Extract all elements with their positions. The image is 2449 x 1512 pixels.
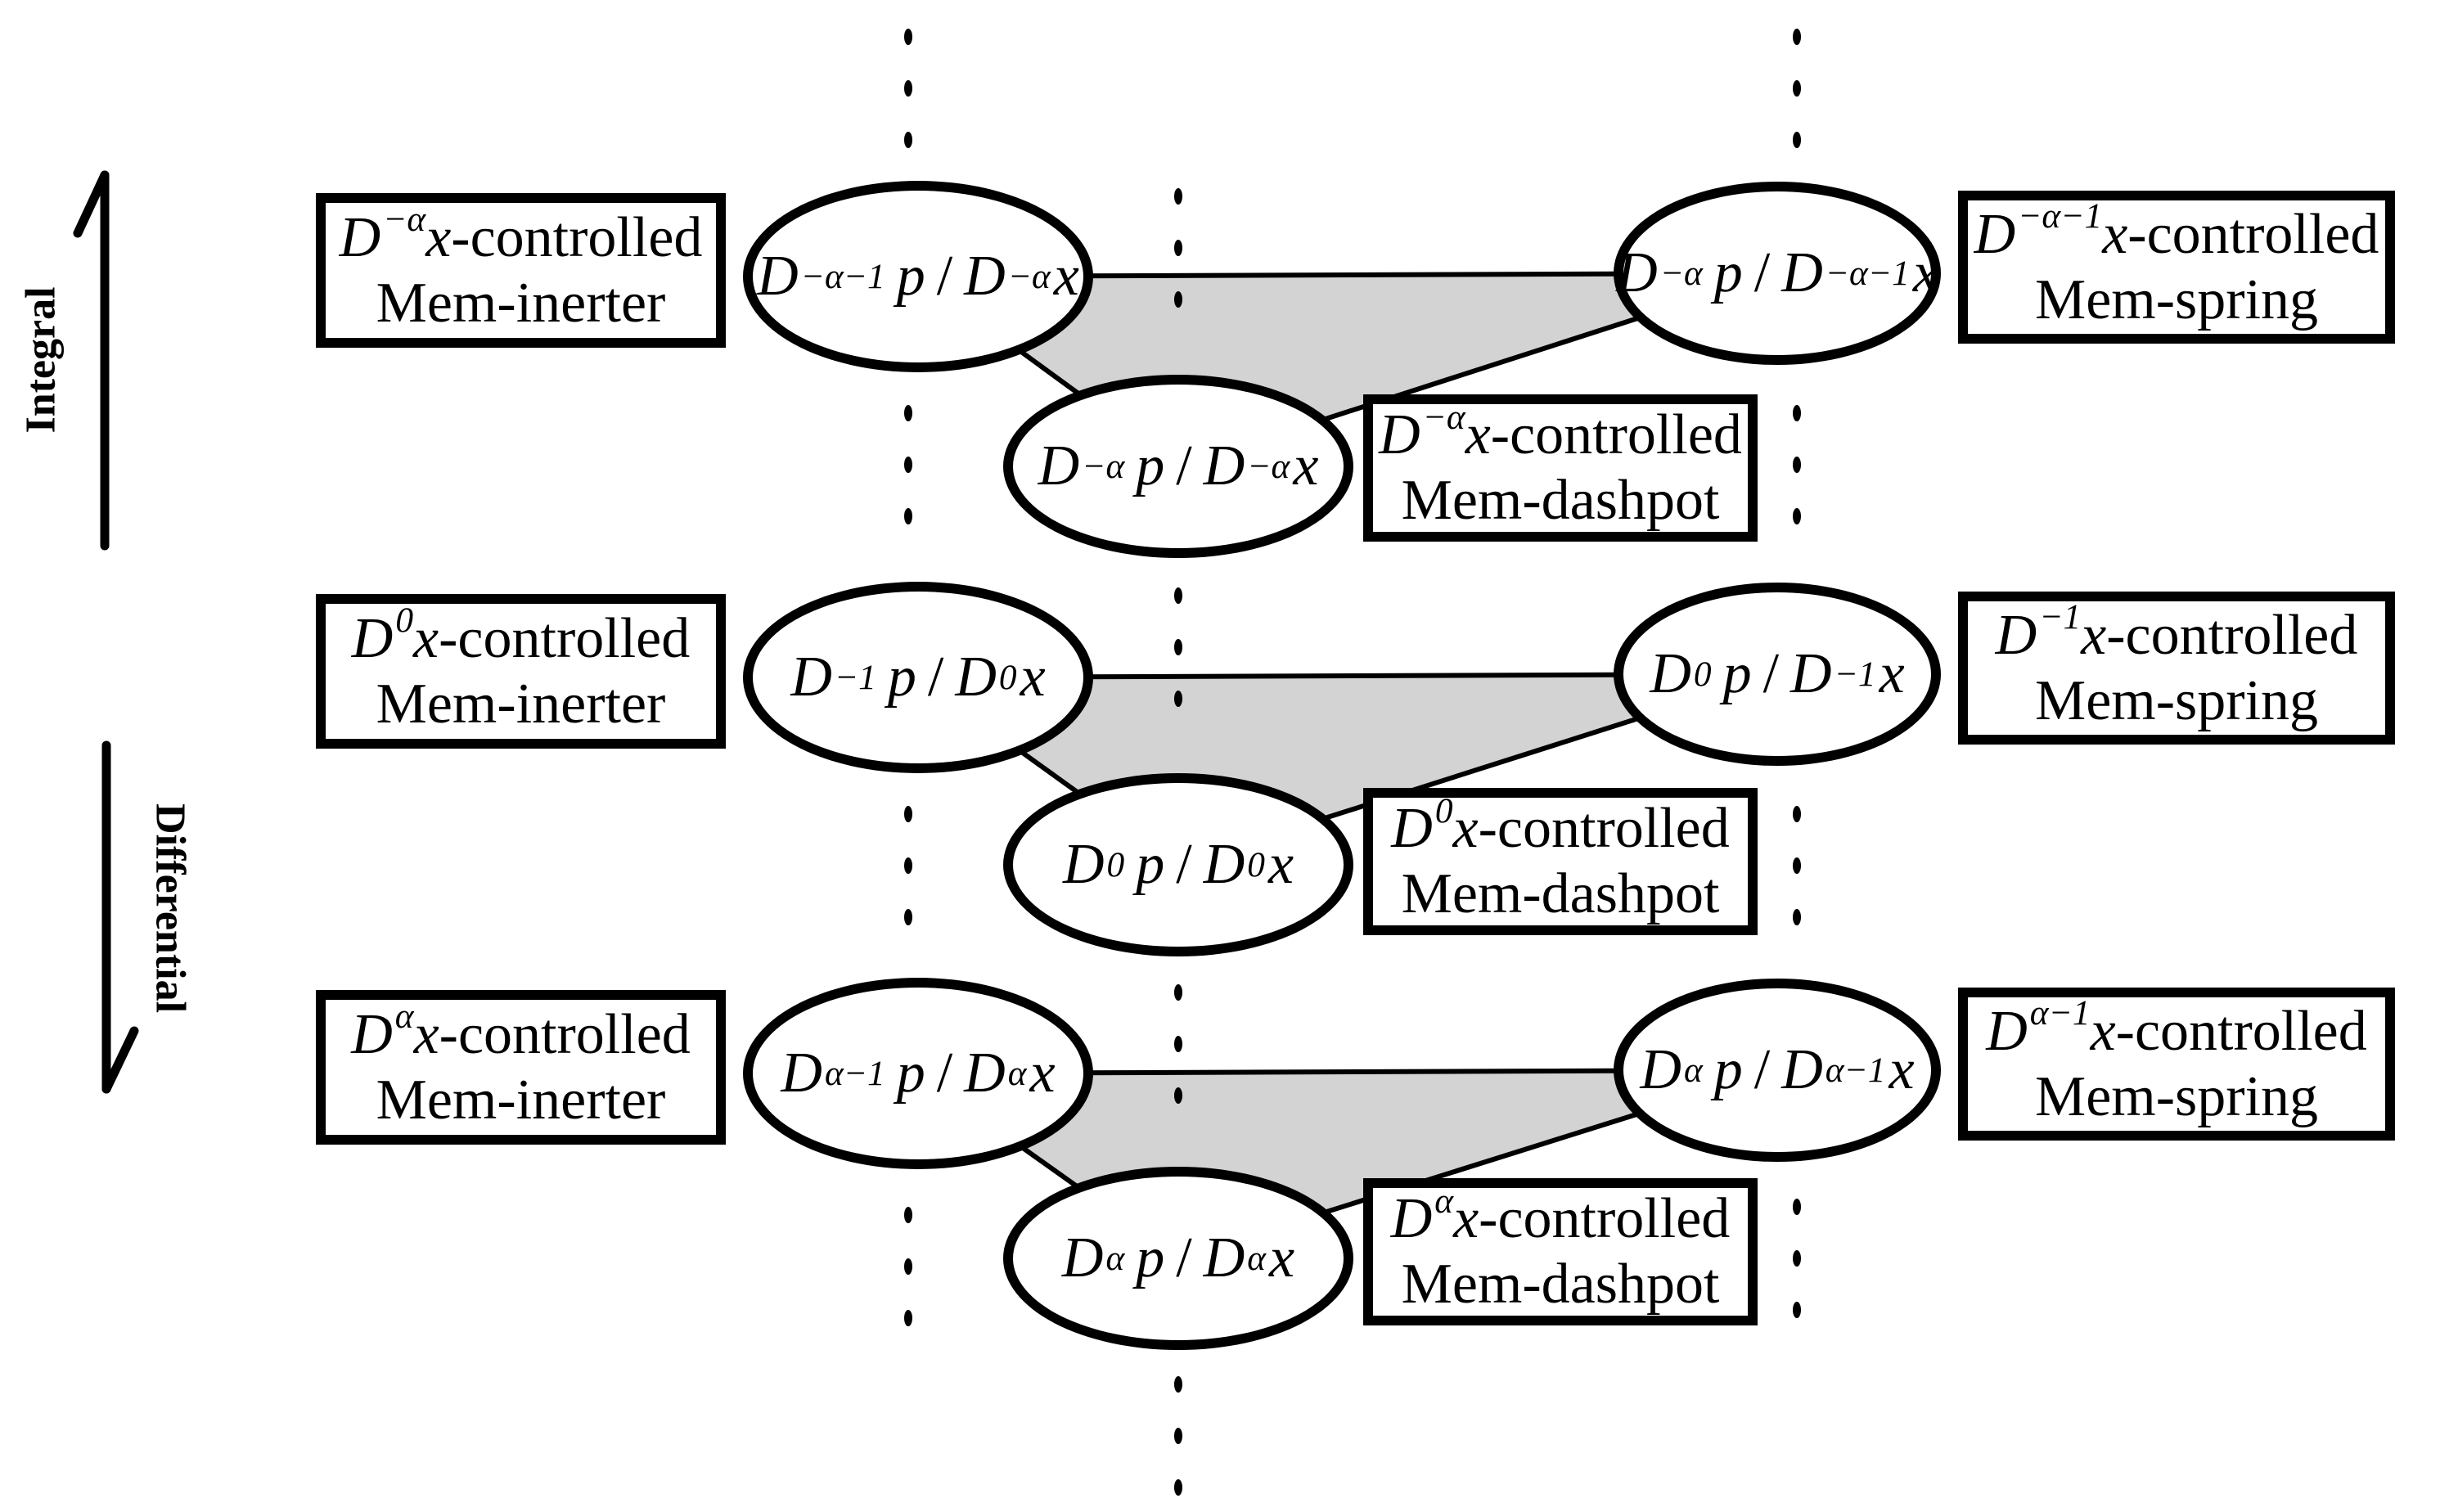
ellipsis-dot — [1174, 984, 1182, 1001]
ellipsis-dot — [1793, 1250, 1801, 1267]
ellipsis-dot — [1174, 240, 1182, 256]
ellipsis-dot — [1793, 909, 1801, 925]
mem-dashpot-box-row2: D0x-controlled Mem-dashpot — [1363, 788, 1758, 935]
ellipsis-dot — [1174, 291, 1182, 308]
ellipsis-dot — [1174, 1479, 1182, 1496]
mem-inerter-formula: D−αx-controlled — [339, 200, 703, 269]
mem-spring-label: Mem-spring — [2034, 668, 2319, 732]
mem-dashpot-formula: Dαx-controlled — [1390, 1181, 1731, 1250]
mem-dashpot-formula: D−αx-controlled — [1379, 397, 1742, 466]
ellipsis-dot — [1174, 691, 1182, 707]
ellipsis-dot — [1793, 405, 1801, 421]
mem-spring-box-row3: Dα−1x-controlled Mem-spring — [1958, 988, 2395, 1141]
ellipsis-dot — [1174, 1376, 1182, 1393]
ellipsis-dot — [1793, 29, 1801, 45]
mem-spring-box-row1: D−α−1x-controlled Mem-spring — [1958, 191, 2395, 344]
mem-inerter-formula: D0x-controlled — [351, 601, 691, 670]
ellipsis-dot — [1174, 188, 1182, 205]
ellipsis-dot — [1174, 639, 1182, 655]
ellipsis-dot — [904, 1207, 912, 1223]
mem-inerter-label: Mem-inerter — [376, 1068, 666, 1132]
ellipsis-dot — [1174, 1036, 1182, 1052]
ellipsis-dot — [1793, 1199, 1801, 1215]
mem-dashpot-box-row1: D−αx-controlled Mem-dashpot — [1363, 394, 1758, 542]
mem-inerter-box-row3: Dαx-controlled Mem-inerter — [316, 990, 726, 1145]
ellipsis-dot — [904, 909, 912, 925]
differential-axis-label: Differential — [146, 803, 194, 1014]
ellipsis-dot — [1793, 857, 1801, 874]
ellipsis-dot — [1793, 457, 1801, 473]
ellipsis-dot — [1793, 1302, 1801, 1318]
ellipsis-dot — [904, 405, 912, 421]
ellipsis-dot — [904, 80, 912, 97]
mem-spring-formula: D−1x-controlled — [1995, 597, 2358, 667]
ellipsis-dot — [904, 857, 912, 874]
ellipsis-dot — [1174, 1428, 1182, 1444]
ellipsis-dot — [1174, 1087, 1182, 1104]
mem-inerter-label: Mem-inerter — [376, 271, 666, 335]
mem-inerter-formula: Dαx-controlled — [351, 997, 691, 1066]
mem-dashpot-label: Mem-dashpot — [1401, 862, 1720, 925]
ellipsis-dot — [1793, 132, 1801, 148]
mem-inerter-label: Mem-inerter — [376, 672, 666, 736]
mem-spring-box-row2: D−1x-controlled Mem-spring — [1958, 592, 2395, 745]
ellipsis-dot — [1793, 806, 1801, 822]
ellipsis-dot — [904, 1258, 912, 1275]
mem-spring-formula: Dα−1x-controlled — [1986, 993, 2367, 1063]
mem-inerter-box-row1: D−αx-controlled Mem-inerter — [316, 193, 726, 348]
ellipsis-dot — [904, 806, 912, 822]
ellipsis-dot — [1793, 508, 1801, 524]
ellipsis-dot — [904, 132, 912, 148]
mem-inerter-box-row2: D0x-controlled Mem-inerter — [316, 594, 726, 749]
mem-spring-label: Mem-spring — [2034, 268, 2319, 331]
differential-arrow-head-icon — [101, 1026, 139, 1094]
mem-dashpot-label: Mem-dashpot — [1401, 469, 1720, 532]
mem-spring-formula: D−α−1x-controlled — [1974, 196, 2379, 266]
integral-arrow-head-icon — [73, 170, 110, 238]
ellipsis-dot — [904, 457, 912, 473]
integral-axis-label: Integral — [17, 286, 65, 434]
ellipsis-dot — [1174, 587, 1182, 604]
ellipsis-dot — [904, 508, 912, 524]
mem-dashpot-label: Mem-dashpot — [1401, 1253, 1720, 1316]
mem-spring-label: Mem-spring — [2034, 1064, 2319, 1128]
mem-dashpot-box-row3: Dαx-controlled Mem-dashpot — [1363, 1178, 1758, 1325]
mem-dashpot-formula: D0x-controlled — [1391, 790, 1730, 860]
ellipsis-dot — [904, 1310, 912, 1326]
ellipsis-dot — [904, 29, 912, 45]
ellipsis-dot — [1793, 80, 1801, 97]
